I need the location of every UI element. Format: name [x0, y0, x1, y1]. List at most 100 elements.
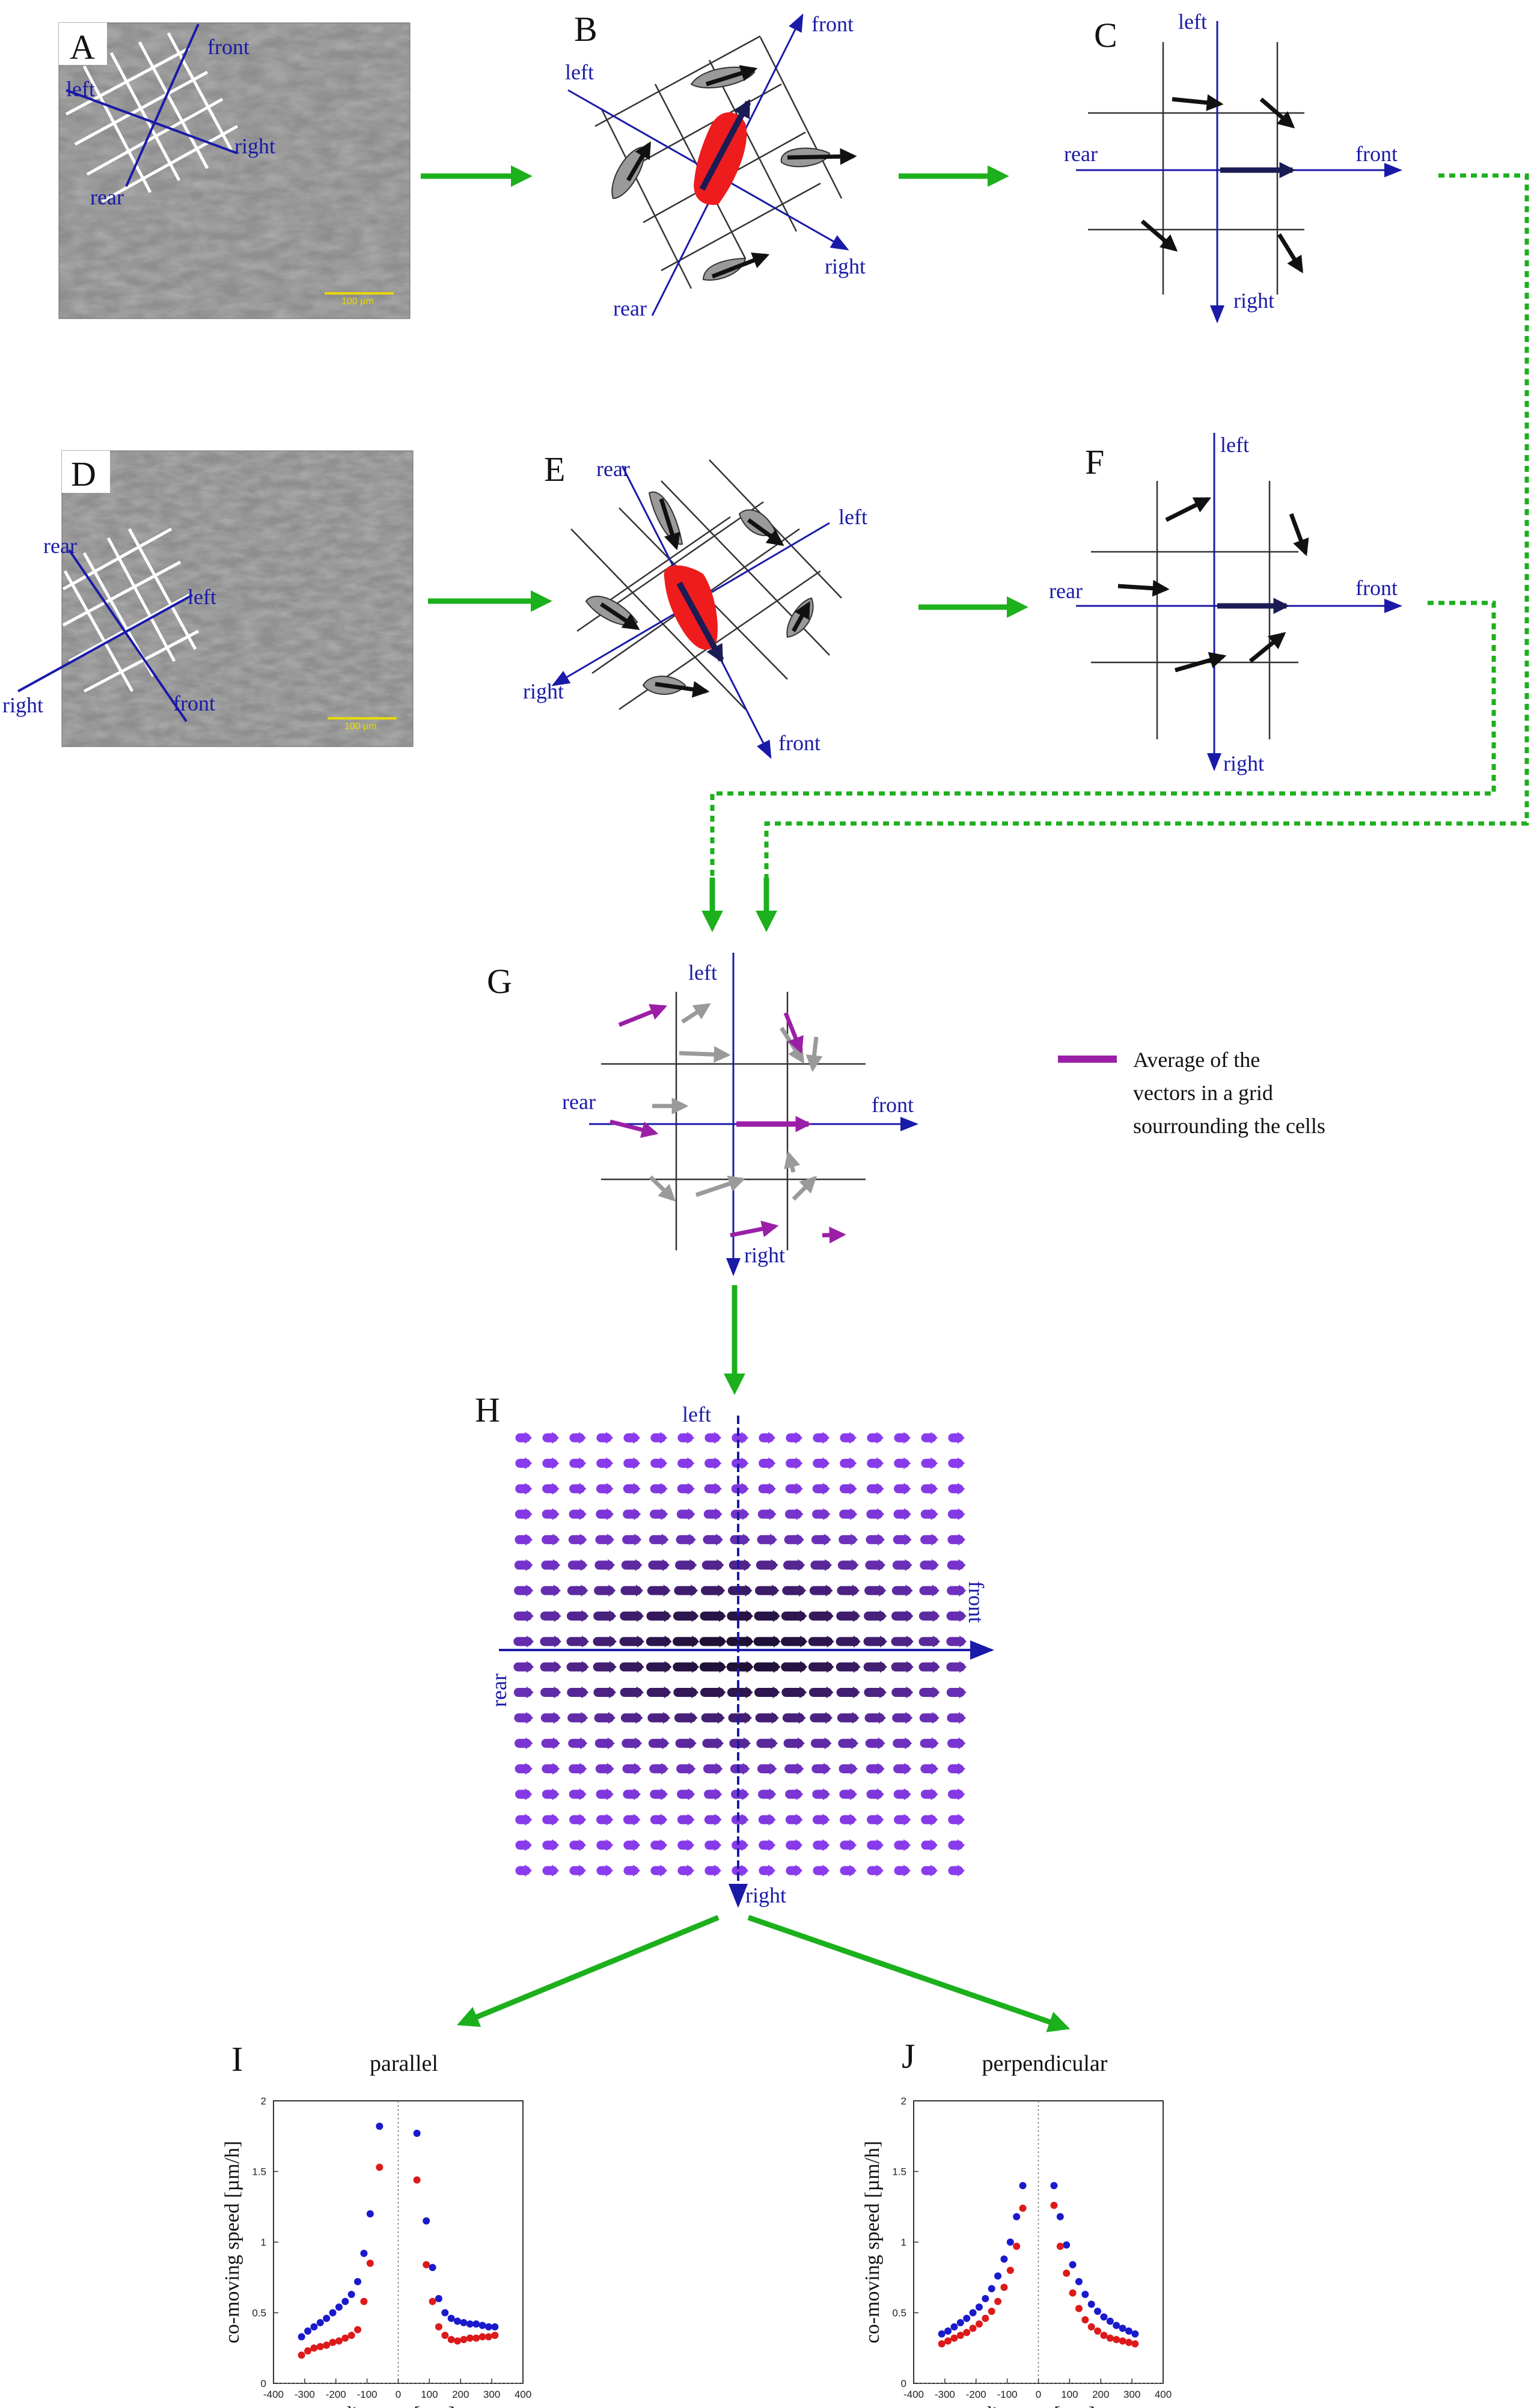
data-point: [360, 2297, 368, 2305]
field-vector-head: [714, 1839, 722, 1851]
field-vector-head: [958, 1814, 965, 1826]
data-point: [329, 2338, 337, 2346]
panel-letter-i: I: [231, 2040, 243, 2079]
data-point: [429, 2297, 436, 2305]
field-vector-head: [879, 1584, 887, 1597]
field-vector-head: [768, 1432, 776, 1444]
panel-g: G left rear front: [487, 953, 918, 1276]
field-vector-head: [552, 1788, 560, 1800]
field-vector-head: [959, 1635, 967, 1648]
field-vector-head: [634, 1533, 642, 1546]
field-vector-head: [742, 1762, 750, 1775]
field-vector-head: [525, 1762, 533, 1775]
field-vector-head: [636, 1584, 644, 1597]
data-point: [447, 2314, 455, 2322]
field-vector-head: [634, 1788, 641, 1800]
data-point: [413, 2176, 421, 2184]
field-vector-head: [931, 1762, 939, 1775]
data-point: [316, 2342, 324, 2350]
vectors-purple-g: [610, 1004, 846, 1244]
field-vector-head: [525, 1737, 533, 1750]
label-left-e: left: [839, 505, 867, 529]
data-point: [441, 2309, 449, 2317]
data-point: [366, 2210, 374, 2217]
field-vector-head: [852, 1711, 860, 1724]
field-vector-head: [660, 1814, 668, 1826]
field-vector-head: [959, 1711, 967, 1724]
data-point: [1013, 2213, 1021, 2220]
field-vector-head: [691, 1610, 699, 1622]
y-tick-label: 0.5: [252, 2308, 266, 2319]
vectors-f: [1117, 497, 1309, 673]
field-vector-head: [878, 1737, 885, 1750]
field-vector-head: [931, 1814, 938, 1826]
field-vector-head: [741, 1457, 749, 1470]
field-vector-head: [606, 1839, 614, 1851]
field-vector-head: [746, 1610, 754, 1622]
x-tick-label: -400: [263, 2389, 284, 2400]
field-vector-head: [633, 1457, 641, 1470]
label-rear-d: rear: [43, 534, 77, 558]
field-vector-head: [773, 1635, 781, 1648]
data-point: [1087, 2323, 1095, 2330]
field-vector-head: [849, 1457, 857, 1470]
field-vector-head: [772, 1686, 780, 1699]
field-vector-head: [554, 1661, 561, 1673]
label-right-g: right: [744, 1243, 785, 1267]
field-vector-head: [692, 1661, 700, 1673]
field-vector-head: [851, 1762, 858, 1775]
field-vector-head: [931, 1482, 938, 1495]
field-vector-head: [525, 1508, 533, 1521]
label-right-h: right: [745, 1883, 786, 1907]
data-point: [1069, 2261, 1077, 2269]
field-vector-head: [716, 1533, 724, 1546]
field-vector-head: [687, 1839, 695, 1851]
panel-c: C left rear front right: [1064, 10, 1402, 323]
field-vector-head: [824, 1737, 832, 1750]
field-vector-head: [878, 1559, 886, 1571]
field-vector-head: [931, 1457, 938, 1470]
field-vector-head: [800, 1635, 808, 1648]
data-point: [466, 2334, 474, 2342]
panel-letter-d: D: [71, 454, 96, 494]
y-tick-label: 1.5: [892, 2166, 906, 2178]
field-vector-head: [958, 1762, 965, 1775]
field-vector-head: [688, 1788, 695, 1800]
field-vector-head: [932, 1661, 940, 1673]
field-vector-head: [905, 1584, 913, 1597]
field-vector-head: [579, 1865, 587, 1877]
field-vector-head: [876, 1457, 884, 1470]
field-vector-head: [580, 1559, 588, 1571]
data-point: [1063, 2241, 1071, 2249]
field-vector-head: [959, 1584, 967, 1597]
field-vector-head: [903, 1839, 911, 1851]
data-point: [1063, 2269, 1071, 2277]
field-vector-head: [903, 1814, 911, 1826]
x-tick-label: -100: [357, 2389, 377, 2400]
field-vector-head: [525, 1814, 533, 1826]
field-vector-head: [607, 1533, 615, 1546]
label-front-e: front: [778, 731, 821, 755]
field-vector-head: [746, 1635, 754, 1648]
field-vector-head: [552, 1508, 560, 1521]
data-point: [1056, 2243, 1064, 2251]
data-point: [376, 2122, 384, 2130]
legend: Average of the vectors in a grid sourrou…: [1058, 1048, 1325, 1138]
y-tick-label: 2: [901, 2095, 906, 2107]
field-vector-head: [851, 1559, 859, 1571]
field-vector-head: [852, 1584, 860, 1597]
field-vector-head: [823, 1508, 831, 1521]
field-vector-head: [607, 1762, 614, 1775]
data-point: [1069, 2289, 1077, 2297]
field-vector-head: [822, 1432, 830, 1444]
field-vector-head: [771, 1737, 778, 1750]
x-tick-label: -200: [966, 2389, 986, 2400]
field-vector-head: [692, 1635, 700, 1648]
field-vector-head: [903, 1432, 911, 1444]
label-rear-b: rear: [613, 296, 647, 320]
x-tick-label: 100: [1061, 2389, 1078, 2400]
field-vector-head: [876, 1432, 884, 1444]
field-vector-head: [932, 1610, 940, 1622]
field-vector-head: [715, 1762, 723, 1775]
field-vector-head: [581, 1610, 589, 1622]
